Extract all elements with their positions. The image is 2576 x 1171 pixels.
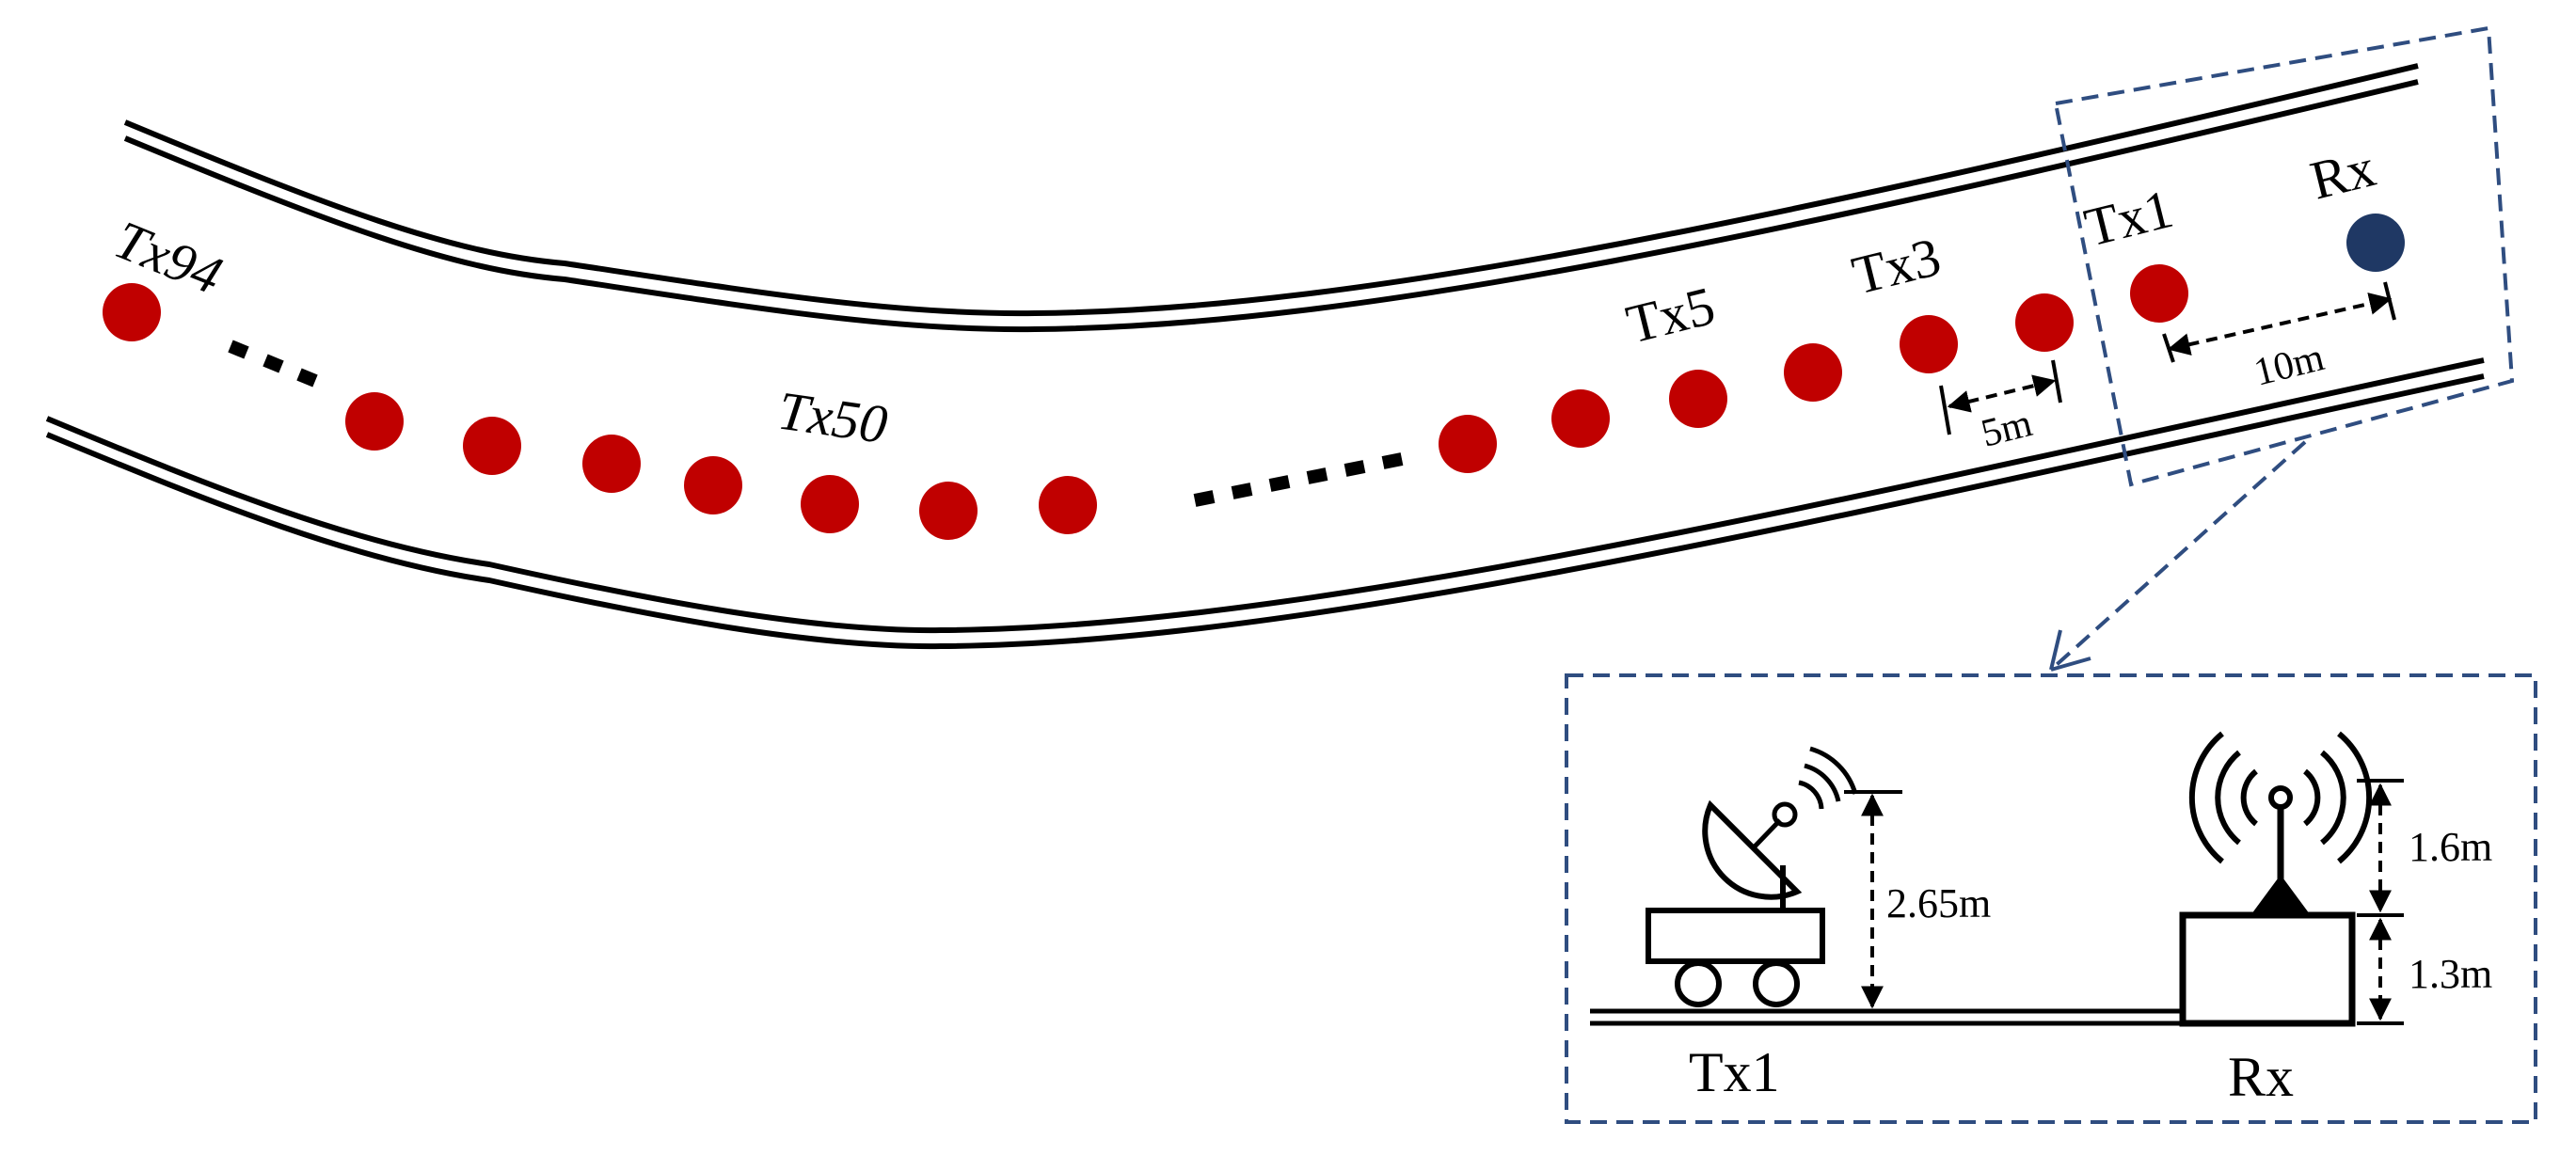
inset-label-tx1: Tx1 [1689, 1041, 1780, 1103]
label-tx1: Tx1 [2078, 178, 2178, 259]
tx-dot [1551, 389, 1610, 448]
inset-label-rx: Rx [2228, 1046, 2294, 1108]
tx-dot [919, 482, 978, 540]
tx-dot [463, 417, 521, 475]
ellipsis-left [228, 340, 318, 388]
rx-antenna-dimension [2357, 779, 2404, 917]
tx-dot [1669, 370, 1727, 428]
label-tx50: Tx50 [774, 380, 891, 456]
label-rx: Rx [2304, 136, 2380, 211]
tunnel-upper-wall [123, 63, 2419, 333]
cart-icon [1646, 908, 1825, 1007]
tx-dot [1900, 315, 1958, 373]
tx-dot [801, 475, 859, 533]
inset-panel [1565, 673, 2537, 1124]
satellite-dish-icon [1702, 746, 1858, 910]
label-spacing: 5m [1977, 402, 2037, 456]
label-tx3: Tx3 [1846, 226, 1946, 307]
spacing-dimension [1939, 359, 2062, 435]
tx-dots [103, 264, 2188, 540]
zoom-arrow [2049, 440, 2307, 672]
distance-dimension [2162, 281, 2396, 363]
label-rx-box: 1.3m [2409, 951, 2492, 997]
label-distance: 10m [2250, 336, 2329, 395]
tx-dot [684, 456, 742, 514]
tx-dot [2130, 264, 2188, 323]
zoom-region [2053, 25, 2515, 487]
tx-dot [582, 435, 641, 493]
tx-dot [345, 392, 404, 451]
tx-dot [1039, 476, 1097, 534]
tx-dot [103, 283, 161, 341]
antenna-tower-icon [2188, 731, 2373, 914]
tunnel-lower-wall [45, 357, 2485, 650]
rx-dot [2346, 214, 2405, 272]
rx-box [2179, 911, 2356, 1027]
rx-box-dimension [2357, 917, 2404, 1025]
label-tx5: Tx5 [1620, 275, 1720, 356]
ellipsis-middle [1193, 452, 1404, 507]
tx-dot [1439, 415, 1497, 473]
tx-dot [2015, 293, 2074, 352]
tx-dot [1784, 343, 1842, 402]
label-rx-antenna: 1.6m [2409, 824, 2492, 870]
label-tx-height: 2.65m [1886, 880, 1991, 926]
tx-height-dimension [1844, 790, 1905, 1013]
